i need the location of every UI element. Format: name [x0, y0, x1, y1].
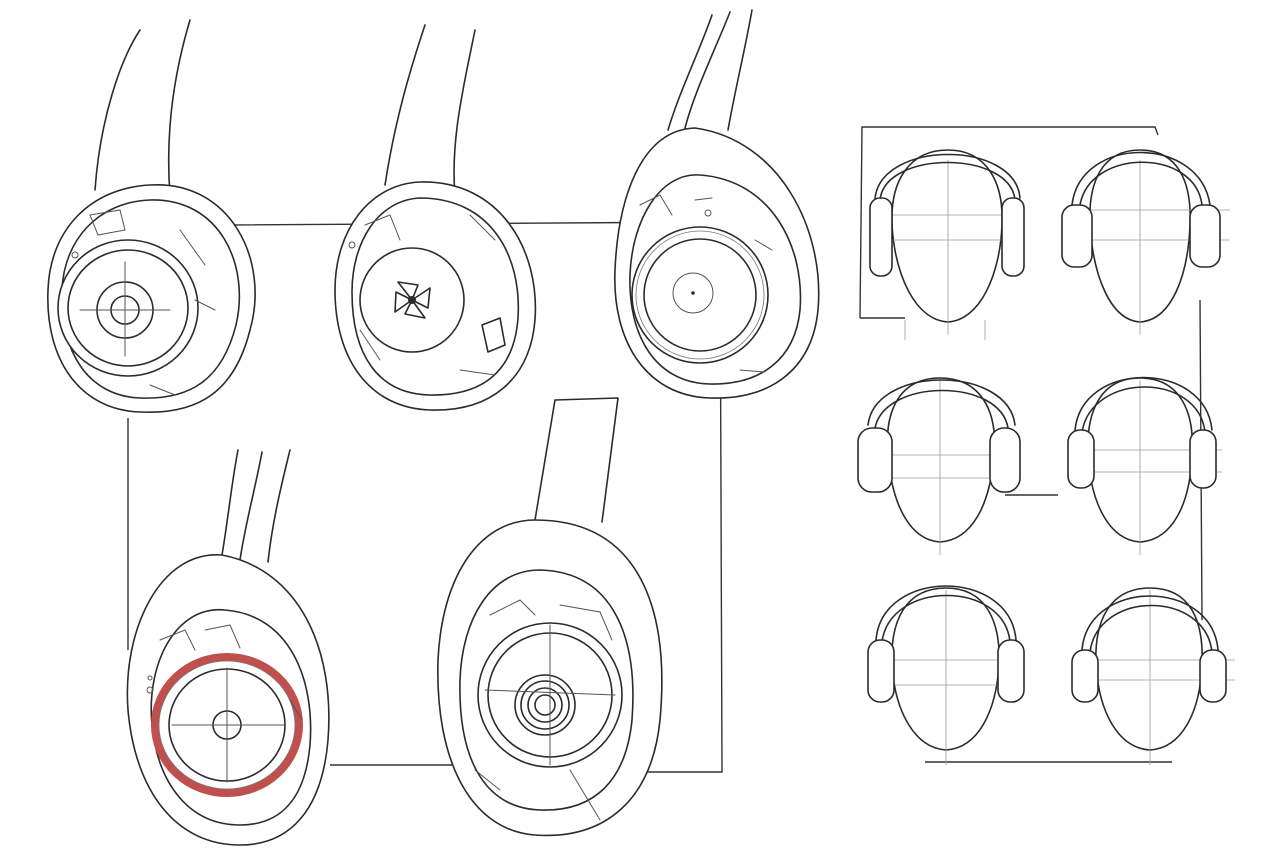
earcup-sketch-fan [334, 24, 537, 411]
head-study-3 [857, 377, 1021, 555]
head-study-2 [1061, 149, 1230, 335]
earcup-sketch-red-ring [126, 449, 330, 846]
head-study-4 [1067, 376, 1222, 555]
head-study-5 [867, 585, 1025, 765]
head-study-6 [1071, 587, 1235, 765]
head-study-1 [869, 149, 1025, 340]
earcup-sketch-ring [614, 9, 820, 399]
earcup-sketch-driver [47, 19, 256, 413]
earcup-sketch-concentric [437, 397, 663, 837]
